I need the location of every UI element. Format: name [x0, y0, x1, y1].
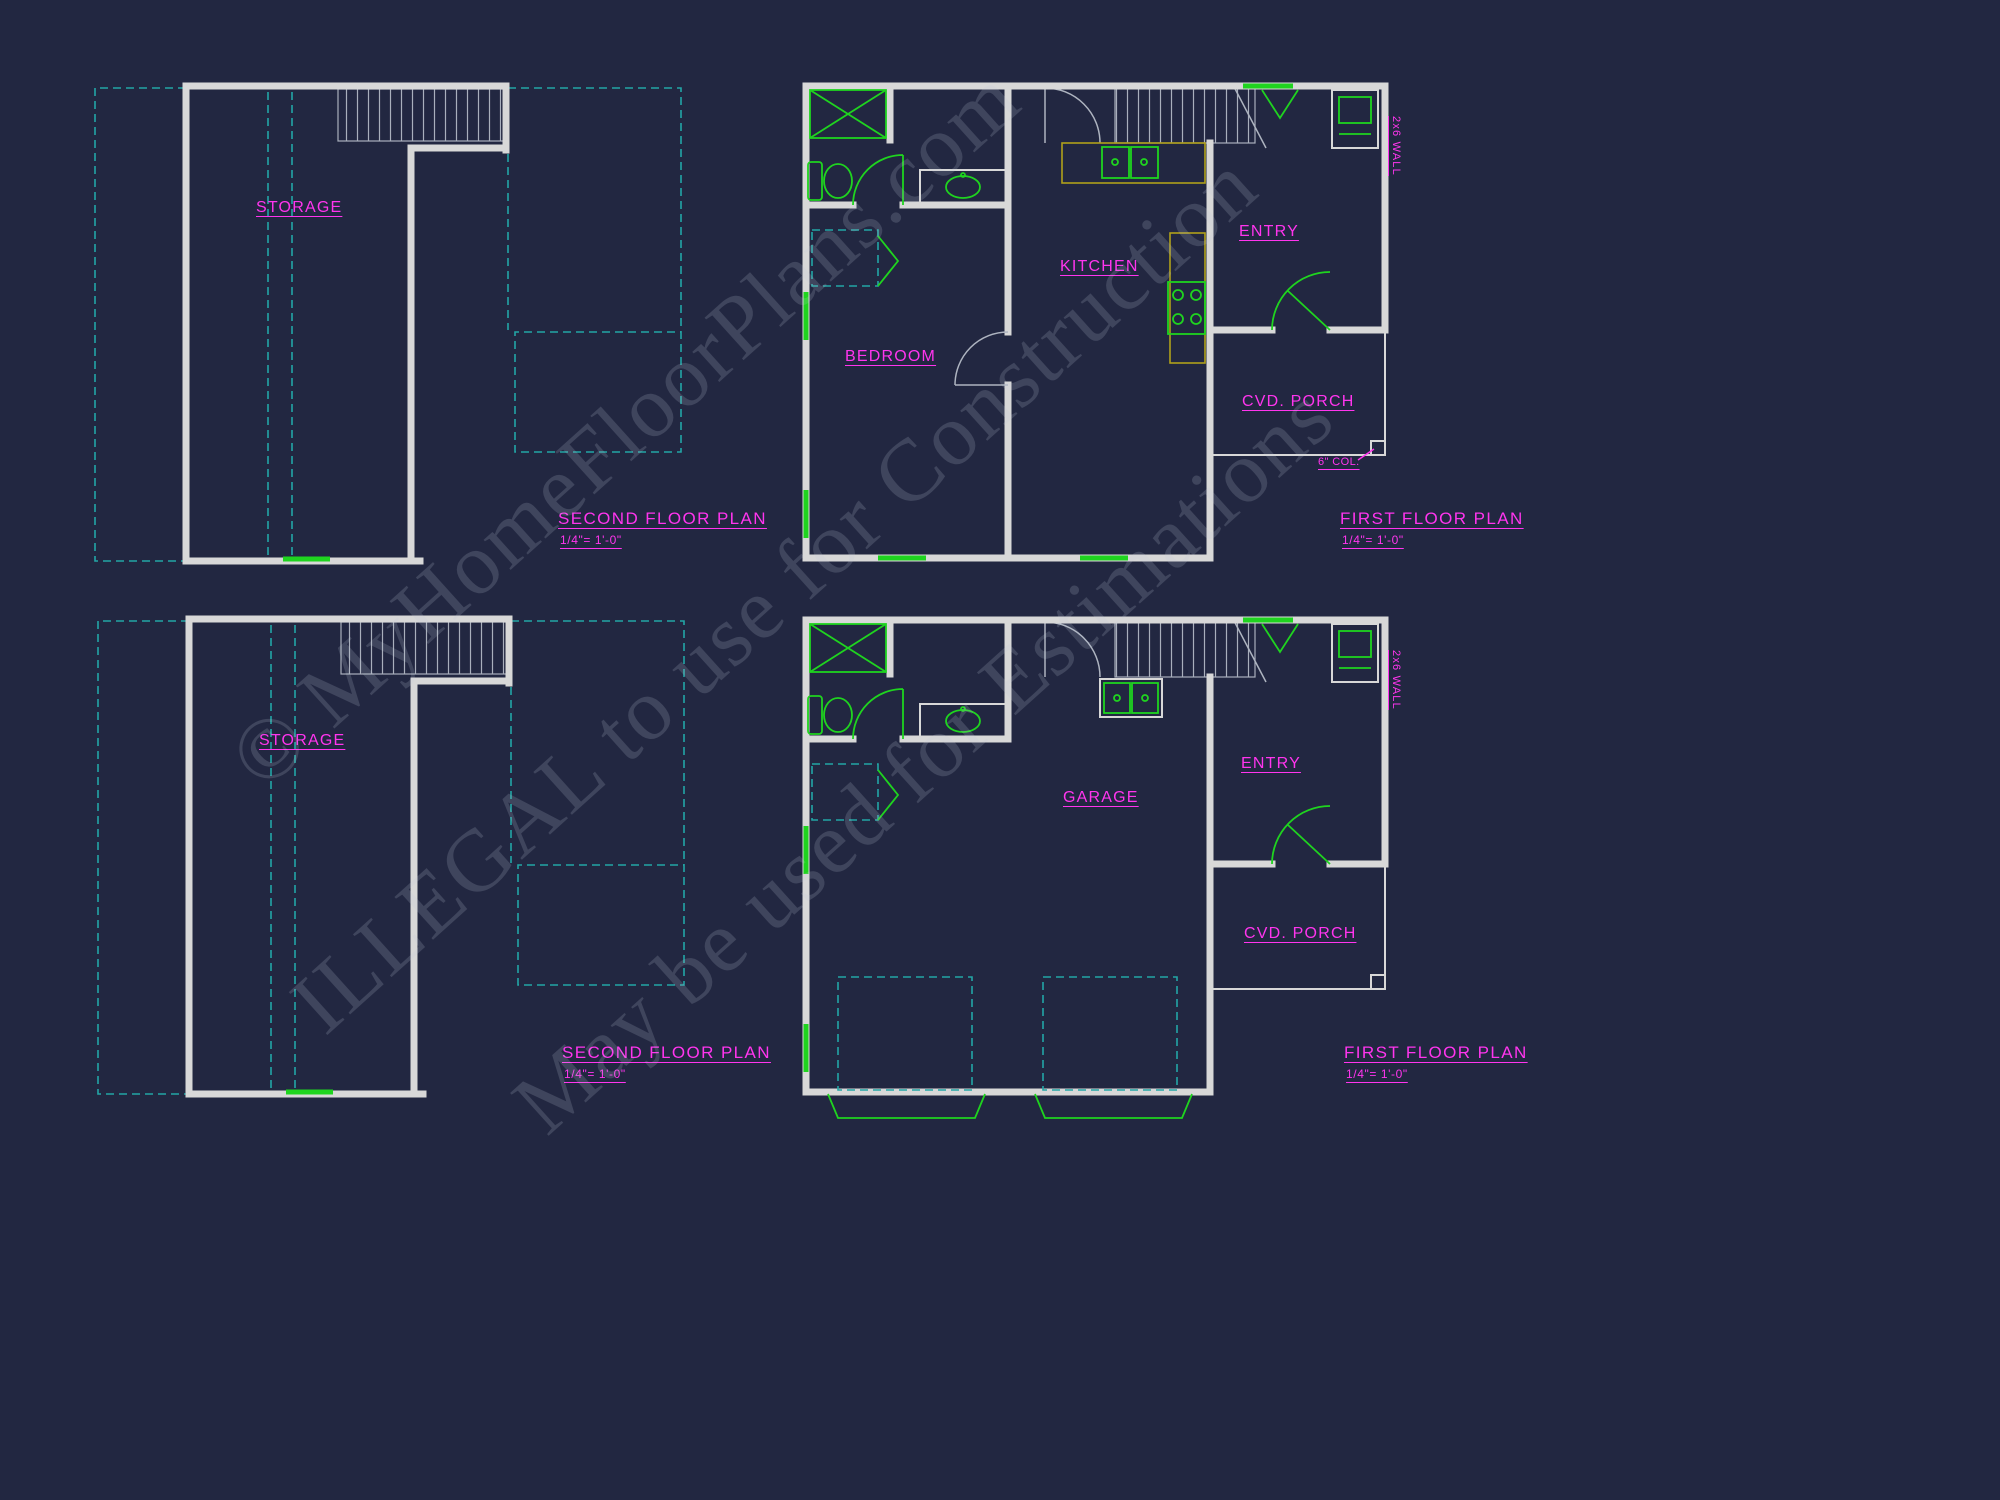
kitchen-sink-icon	[1101, 146, 1159, 179]
room-label-porch-bottom: CVD. PORCH	[1244, 925, 1357, 942]
garage-door-header	[1042, 976, 1178, 1091]
first-floor-plan-top-drawing	[806, 83, 1385, 562]
plan-title-second-floor-bottom: SECOND FLOOR PLAN	[562, 1043, 771, 1062]
first-floor-plan-bottom-drawing	[806, 617, 1385, 1119]
plan-scale-first-floor-bottom: 1/4"= 1'-0"	[1346, 1067, 1408, 1081]
second-floor-plan-bottom-drawing	[98, 619, 684, 1094]
room-label-bedroom: BEDROOM	[845, 348, 937, 365]
note-wall-type-top: 2x6 WALL	[1390, 116, 1402, 176]
room-label-porch-top: CVD. PORCH	[1242, 393, 1355, 410]
plan-scale-second-floor-top: 1/4"= 1'-0"	[560, 533, 622, 547]
garage-door-header	[837, 976, 973, 1091]
door-swing-icon	[954, 331, 1009, 386]
kitchen-counters	[1061, 142, 1206, 364]
room-label-entry-bottom: ENTRY	[1241, 755, 1301, 772]
stove-icon	[1167, 281, 1206, 335]
plan-title-first-floor-bottom: FIRST FLOOR PLAN	[1344, 1043, 1528, 1062]
room-label-storage-top: STORAGE	[256, 199, 343, 216]
utility-sink-icon	[1099, 678, 1163, 718]
room-label-entry-top: ENTRY	[1239, 223, 1299, 240]
plan-scale-first-floor-top: 1/4"= 1'-0"	[1342, 533, 1404, 547]
room-label-kitchen: KITCHEN	[1060, 258, 1139, 275]
note-column-size: 6" COL.	[1318, 456, 1360, 468]
note-wall-type-bottom: 2x6 WALL	[1390, 650, 1402, 710]
plan-title-second-floor-top: SECOND FLOOR PLAN	[558, 509, 767, 528]
plan-title-first-floor-top: FIRST FLOOR PLAN	[1340, 509, 1524, 528]
second-floor-plan-top-drawing	[95, 86, 681, 561]
room-label-garage: GARAGE	[1063, 789, 1139, 806]
garage-apron-icon	[1034, 1093, 1193, 1119]
column-leader-line	[1357, 448, 1375, 461]
room-label-storage-bottom: STORAGE	[259, 732, 346, 749]
garage-apron-icon	[827, 1093, 986, 1119]
plan-scale-second-floor-bottom: 1/4"= 1'-0"	[564, 1067, 626, 1081]
